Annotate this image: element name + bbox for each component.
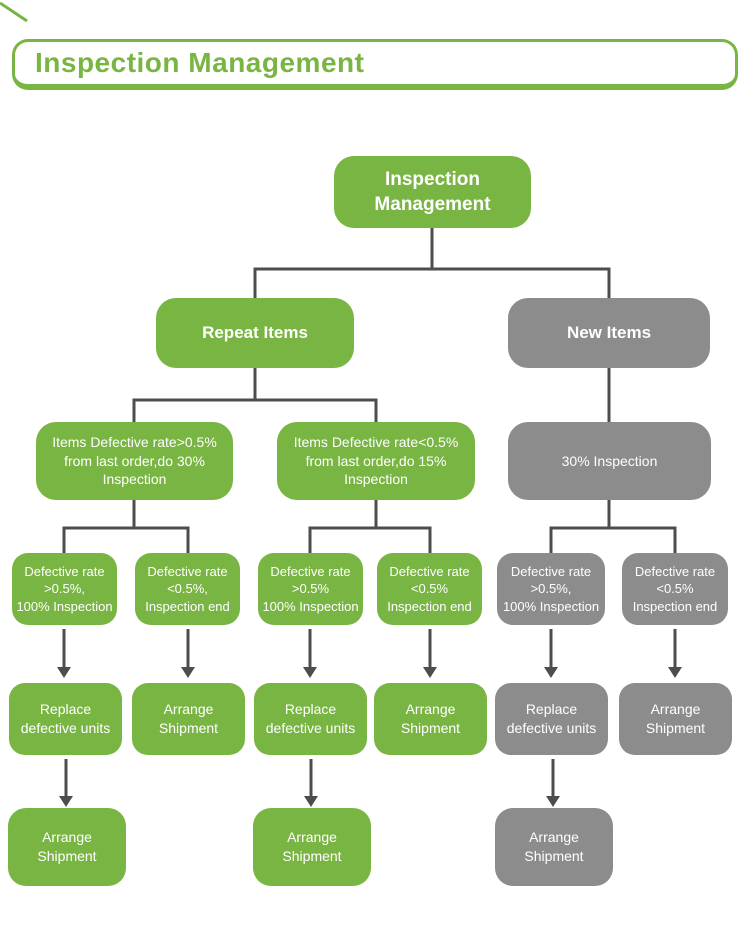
node-repeat-low-replace: Replace defective units [254, 683, 367, 755]
node-new-fail: Defective rate >0.5%, 100% Inspection [497, 553, 605, 625]
node-inspection-management: Inspection Management [334, 156, 531, 228]
node-new-30pct-inspection: 30% Inspection [508, 422, 711, 500]
node-new-ship: Arrange Shipment [619, 683, 732, 755]
node-repeat-high-pass: Defective rate <0.5%, Inspection end [135, 553, 240, 625]
node-repeat-high-fail: Defective rate >0.5%, 100% Inspection [12, 553, 117, 625]
node-repeat-low-pass: Defective rate <0.5% Inspection end [377, 553, 482, 625]
node-new-final-ship: Arrange Shipment [495, 808, 613, 886]
page-title: Inspection Management [35, 47, 365, 78]
corner-accent-line [0, 1, 28, 23]
node-new-items: New Items [508, 298, 710, 368]
page-title-banner: Inspection Management [12, 39, 738, 90]
node-repeat-defect-high-30pct: Items Defective rate>0.5% from last orde… [36, 422, 233, 500]
node-repeat-items: Repeat Items [156, 298, 354, 368]
node-repeat-high-replace: Replace defective units [9, 683, 122, 755]
node-repeat-low-final-ship: Arrange Shipment [253, 808, 371, 886]
node-new-replace: Replace defective units [495, 683, 608, 755]
node-new-pass: Defective rate <0.5% Inspection end [622, 553, 728, 625]
node-repeat-low-fail: Defective rate >0.5% 100% Inspection [258, 553, 363, 625]
node-repeat-high-ship: Arrange Shipment [132, 683, 245, 755]
node-repeat-defect-low-15pct: Items Defective rate<0.5% from last orde… [277, 422, 475, 500]
node-repeat-low-ship: Arrange Shipment [374, 683, 487, 755]
node-repeat-high-final-ship: Arrange Shipment [8, 808, 126, 886]
